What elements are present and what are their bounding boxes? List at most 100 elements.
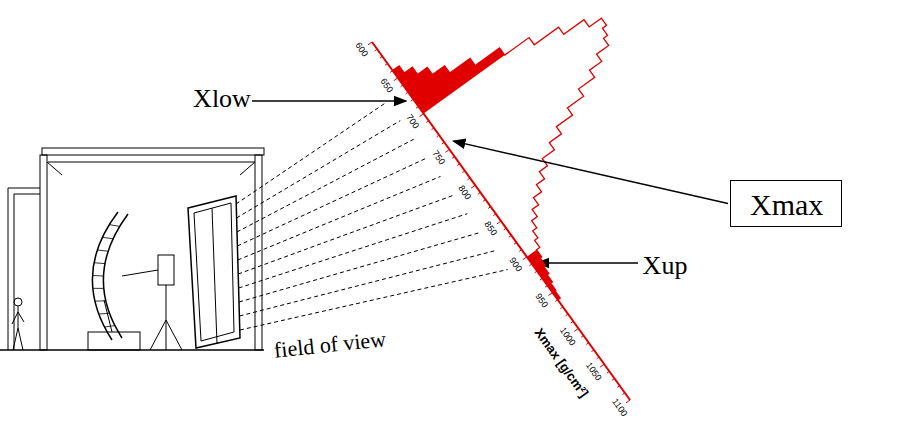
axis-tick bbox=[514, 242, 516, 244]
aperture-frame bbox=[212, 208, 217, 344]
axis-tick bbox=[497, 221, 501, 224]
callout-text: Xmax bbox=[750, 188, 823, 221]
mirror-segment bbox=[93, 275, 104, 277]
brace bbox=[240, 162, 255, 175]
axis-tick bbox=[581, 336, 583, 338]
axis-tick bbox=[626, 400, 630, 403]
tick-number: 950 bbox=[533, 292, 550, 310]
axis-tick bbox=[617, 386, 619, 388]
axis-tick bbox=[390, 71, 392, 73]
tick-number: 750 bbox=[430, 149, 447, 167]
mirror-segment bbox=[95, 300, 106, 301]
camera bbox=[158, 255, 174, 285]
axis-tick bbox=[607, 371, 609, 373]
axis-tick bbox=[509, 235, 511, 237]
histogram-fill bbox=[393, 48, 505, 114]
leader-arrow bbox=[453, 141, 728, 203]
column bbox=[40, 155, 47, 350]
axis-tick bbox=[493, 214, 495, 216]
wall bbox=[14, 194, 40, 350]
axis-tick bbox=[401, 85, 403, 87]
axis-tick bbox=[394, 78, 398, 81]
person bbox=[14, 298, 22, 306]
axis-tick bbox=[519, 250, 521, 252]
tick-number: 1100 bbox=[609, 397, 628, 418]
tick-number: 1000 bbox=[557, 326, 577, 348]
axis-tick bbox=[380, 56, 382, 58]
axis-tick bbox=[431, 128, 433, 130]
mirror-segment bbox=[97, 250, 108, 251]
axis-tick bbox=[555, 300, 557, 302]
axis-tick bbox=[445, 149, 449, 152]
building bbox=[0, 148, 264, 350]
axis-tick bbox=[406, 92, 408, 94]
roof-beam bbox=[42, 148, 264, 155]
axis-tick bbox=[549, 293, 553, 296]
axis-tick bbox=[574, 328, 578, 331]
camera-stand bbox=[166, 285, 167, 350]
axis-tick bbox=[535, 271, 537, 273]
field-of-view-ray bbox=[237, 158, 427, 246]
axis-tick bbox=[468, 178, 470, 180]
histogram-fill bbox=[527, 250, 560, 300]
axis-tick bbox=[483, 200, 485, 202]
tick-number: 850 bbox=[481, 220, 498, 238]
callout-box: Xmax bbox=[730, 180, 842, 227]
field-of-view-ray bbox=[236, 102, 387, 204]
field-of-view-ray bbox=[238, 176, 441, 260]
axis-tick bbox=[411, 99, 413, 101]
axis-tick bbox=[612, 379, 614, 381]
leader-arrow bbox=[252, 100, 406, 102]
mirror-segment bbox=[102, 237, 113, 239]
field-of-view-ray bbox=[238, 195, 454, 274]
field-of-view-ray bbox=[240, 251, 495, 316]
field-of-view-ray bbox=[239, 214, 468, 288]
field-of-view-ray bbox=[239, 232, 481, 302]
camera-arm bbox=[122, 270, 158, 276]
axis-tick bbox=[462, 171, 464, 173]
axis-tick bbox=[478, 192, 480, 194]
camera-legs bbox=[150, 320, 182, 350]
field-of-view-ray bbox=[237, 139, 414, 232]
axis-tick bbox=[530, 264, 532, 266]
axis-tick bbox=[566, 314, 568, 316]
mirror-base bbox=[88, 332, 140, 350]
person bbox=[12, 312, 24, 324]
axis-line bbox=[372, 42, 630, 400]
axis-tick bbox=[426, 121, 428, 123]
beam bbox=[48, 162, 255, 163]
tick-number: 1050 bbox=[583, 361, 603, 383]
aperture-frame bbox=[188, 196, 240, 348]
axis-tick bbox=[452, 157, 454, 159]
person bbox=[18, 306, 19, 328]
mirror-segment bbox=[109, 225, 119, 227]
axis-tick bbox=[545, 285, 547, 287]
axis-tick bbox=[457, 164, 459, 166]
axis-tick bbox=[416, 106, 418, 108]
field-of-view-label: field of view bbox=[273, 327, 387, 363]
axis-tick bbox=[560, 307, 562, 309]
tick-number: 700 bbox=[404, 113, 421, 131]
axis-tick bbox=[504, 228, 506, 230]
tick-number: 600 bbox=[352, 41, 369, 59]
mirror-segments bbox=[93, 225, 120, 327]
mirror-segment bbox=[94, 262, 105, 264]
axis-tick bbox=[471, 185, 475, 188]
column bbox=[255, 155, 262, 350]
field-of-view-ray bbox=[240, 270, 508, 330]
mirror-segment bbox=[93, 288, 104, 289]
axis-tick bbox=[375, 49, 377, 51]
wall bbox=[8, 188, 40, 350]
tick-number: 900 bbox=[507, 256, 524, 274]
axis-tick bbox=[622, 393, 624, 395]
brace bbox=[47, 162, 62, 175]
axis-tick bbox=[437, 135, 439, 137]
axis-tick bbox=[523, 257, 527, 260]
axis-tick bbox=[540, 278, 542, 280]
leader-arrow bbox=[537, 262, 638, 264]
axis-tick bbox=[385, 63, 387, 65]
limit-label: Xlow bbox=[193, 85, 251, 114]
tick-number: 800 bbox=[455, 184, 472, 202]
limit-label: Xup bbox=[643, 252, 688, 281]
axis-tick bbox=[420, 114, 424, 117]
